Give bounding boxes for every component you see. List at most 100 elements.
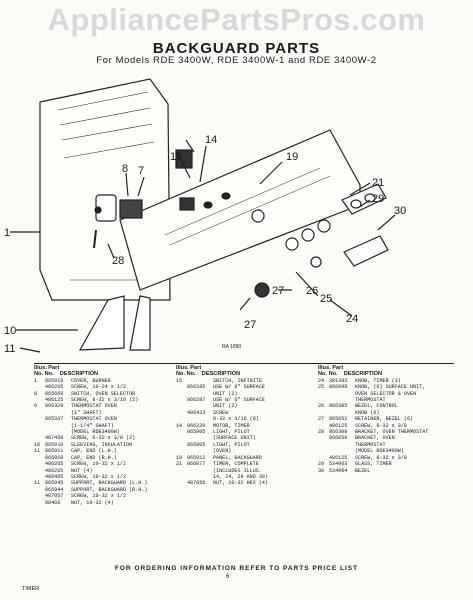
- knob: [285, 237, 299, 251]
- part-no: 865910: [45, 454, 64, 461]
- description: SCREW, 8-32 x 3/8: [355, 454, 407, 461]
- description: THERMOSTAT OVEN: [71, 416, 117, 423]
- part-no: 866329: [45, 403, 64, 410]
- description: SWITCH, INFINITE: [213, 377, 262, 384]
- part-no: 486125: [329, 422, 348, 429]
- description: TIMER, COMPLETE: [213, 461, 259, 468]
- table-row: 865337 THERMOSTAT OVEN: [34, 416, 172, 422]
- table-row: 486265 SCREW, 10-32 x 1/2: [34, 461, 172, 467]
- illus-no: 27: [318, 416, 325, 423]
- callout-14: 14: [205, 134, 217, 146]
- description: SUPPORT, BACKGUARD (R.H.): [71, 486, 148, 493]
- timer-motor: [175, 149, 193, 169]
- part-no: 865669: [45, 390, 64, 397]
- description: BRACKET, OVEN: [355, 435, 395, 442]
- illus-no: 25: [318, 384, 325, 391]
- part-no: 866287: [187, 397, 206, 404]
- description: 14, 24, 29 AND 30): [213, 473, 269, 480]
- end-cap-lh: [78, 295, 125, 351]
- page-number: 6: [226, 574, 230, 580]
- callout-15: 15: [170, 151, 182, 163]
- table-row: (MODEL RDE3400W): [318, 448, 458, 454]
- table-row: 865910 CAP, END (R.H.): [34, 455, 172, 461]
- description: THERMOSTAT: [355, 397, 386, 404]
- part-no: 865905: [187, 429, 206, 436]
- table-row: 14, 24, 29 AND 30): [176, 474, 314, 480]
- part-no: 865652: [329, 416, 348, 423]
- part-no: 865945: [45, 480, 64, 487]
- table-row: THERMOSTAT: [318, 442, 458, 448]
- illus-no: 11: [34, 448, 41, 455]
- part-no: 865944: [45, 486, 64, 493]
- col-header-illus: Illus. Part: [176, 365, 202, 371]
- timer-assembly: [341, 183, 387, 215]
- table-row: 865905 LIGHT, PILOT: [176, 429, 314, 435]
- description: SCREW, 6-32 x 3/8 (2): [71, 435, 136, 442]
- table-row: (OVEN): [176, 448, 314, 454]
- table-row: 30 534964 BEZEL: [318, 468, 458, 474]
- description: BEZEL: [355, 467, 371, 474]
- part-no: 865337: [45, 416, 64, 423]
- exploded-parts-diagram: 1 7 8 10 11 14 15 19 21 24 25 26 27 28 2…: [4, 78, 406, 355]
- illus-no: 9: [34, 403, 38, 410]
- callout-8: 8: [122, 163, 128, 175]
- part-no: 487458: [45, 435, 64, 442]
- description: UNIT (2): [213, 390, 238, 397]
- illus-no: 29: [318, 461, 325, 468]
- table-row: 866059 BRACKET, OVEN: [318, 435, 458, 441]
- part-no: 487057: [45, 493, 64, 500]
- description: (1-1/4" SHAFT): [71, 422, 114, 429]
- description: PANEL, BACKGUARD: [213, 454, 262, 461]
- part-no: 534963: [329, 461, 348, 468]
- part-no: 865910: [45, 441, 64, 448]
- description: SCREW, 8-32 x 3/16 (2): [71, 397, 139, 404]
- description: THERMOSTAT OVEN: [71, 403, 117, 410]
- description: NUT, 10-32 HEX (4): [213, 480, 269, 487]
- table-row: THERMOSTAT: [318, 397, 458, 403]
- description: BRACKET, OVEN THERMOSTAT: [355, 429, 429, 436]
- table-row: 865944 SUPPORT, BACKGUARD (R.H.): [34, 487, 172, 493]
- description: SCREW, 10-24 x 1/2: [71, 384, 127, 391]
- part-no: 98466: [45, 499, 61, 506]
- part-no: 534964: [329, 467, 348, 474]
- pilot-light-2: [221, 192, 231, 200]
- part-no: 866059: [329, 435, 348, 442]
- description: LIGHT, PILOT: [213, 429, 250, 436]
- part-no: 486265: [45, 461, 64, 468]
- part-no: 866309: [329, 429, 348, 436]
- part-no: 487856: [187, 480, 206, 487]
- knob: [317, 219, 331, 233]
- table-row: 487856 NUT, 10-32 HEX (4): [176, 480, 314, 486]
- description: SLEEVING, INSULATION: [71, 441, 133, 448]
- col-header-no: No. No. DESCRIPTION: [34, 371, 99, 378]
- part-no: 865919: [45, 377, 64, 384]
- col-header-no: No. No. DESCRIPTION: [176, 371, 241, 378]
- description: CAP, END (R.H.): [71, 454, 117, 461]
- description: BEZEL, CONTROL: [355, 403, 398, 410]
- illus-no: 30: [318, 467, 325, 474]
- description: SCREW, 10-32 x 1/2: [71, 461, 127, 468]
- table-row: (SURFACE UNIT): [176, 435, 314, 441]
- knob: [310, 256, 322, 268]
- description: MOTOR, TIMER: [213, 422, 250, 429]
- description: SUPPORT, BACKGUARD (L.H.): [71, 480, 148, 487]
- site-watermark: AppliancePartsPros.com: [47, 2, 426, 37]
- table-row: (1" SHAFT): [34, 410, 172, 416]
